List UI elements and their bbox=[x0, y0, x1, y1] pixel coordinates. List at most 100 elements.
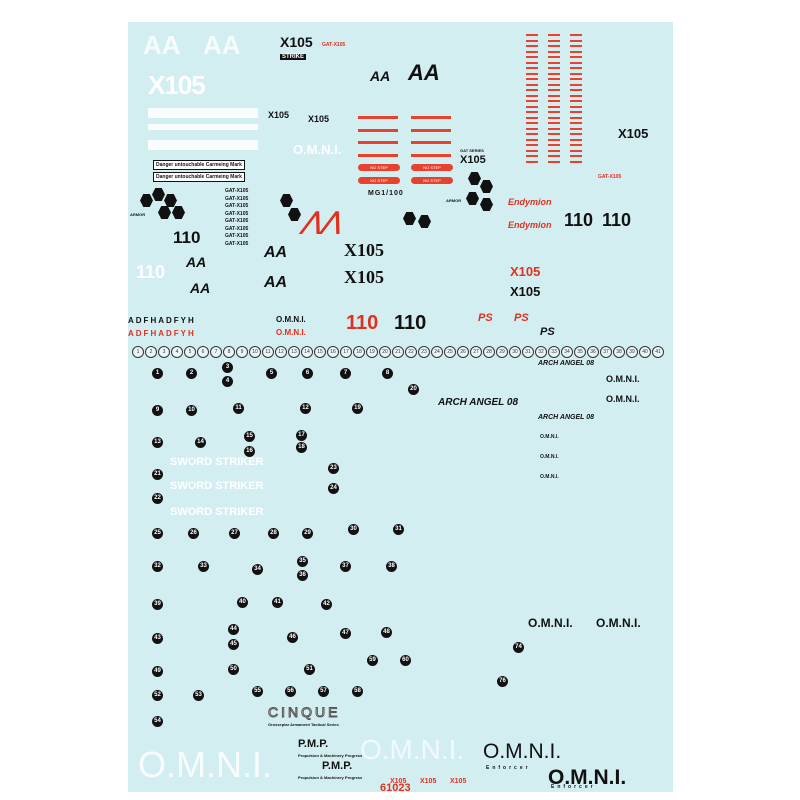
marker-15: 15 bbox=[244, 431, 255, 442]
marker-outline-21: 21 bbox=[392, 346, 404, 358]
marker-10: 10 bbox=[186, 405, 197, 416]
red-stripe bbox=[548, 149, 560, 152]
red-stripe bbox=[570, 83, 582, 86]
marker-13: 13 bbox=[152, 437, 163, 448]
marker-38: 38 bbox=[386, 561, 397, 572]
red-stripe bbox=[548, 160, 560, 163]
red-stripe bbox=[526, 111, 538, 113]
red-stripe bbox=[526, 56, 538, 58]
red-stripe bbox=[570, 61, 582, 64]
marker-19: 19 bbox=[352, 403, 363, 414]
marker-12: 12 bbox=[300, 403, 311, 414]
marker-46: 46 bbox=[287, 632, 298, 643]
number-110: 110 bbox=[173, 228, 201, 247]
marker-16: 16 bbox=[244, 446, 255, 457]
omni-enforcer-logo: O.M.N.I. bbox=[483, 740, 562, 763]
red-stripe bbox=[570, 72, 582, 75]
marker-31: 31 bbox=[393, 524, 404, 535]
warning-label: Danger untouchable Carmeing Mark bbox=[153, 160, 245, 170]
marker-74: 74 bbox=[513, 642, 524, 653]
gat-list-item: GAT-X105 bbox=[225, 203, 249, 209]
marker-4: 4 bbox=[222, 376, 233, 387]
marker-outline-18: 18 bbox=[353, 346, 365, 358]
omni-logo-white-large: O.M.N.I. bbox=[360, 734, 465, 765]
x105-logo-red-small: X105 bbox=[420, 778, 437, 785]
marker-24: 24 bbox=[328, 483, 339, 494]
red-stripe bbox=[526, 155, 538, 157]
no-step-decal: NO STEP bbox=[358, 177, 400, 184]
marker-outline-27: 27 bbox=[470, 346, 482, 358]
marker-outline-6: 6 bbox=[197, 346, 209, 358]
marker-40: 40 bbox=[237, 597, 248, 608]
omni-logo: O.M.N.I. bbox=[606, 394, 640, 404]
red-stripe bbox=[526, 78, 538, 80]
omni-enforcer-subtitle: Enforcer bbox=[551, 784, 596, 790]
marker-outline-17: 17 bbox=[340, 346, 352, 358]
no-step-decal: NO STEP bbox=[411, 177, 453, 184]
red-stripe bbox=[526, 122, 538, 124]
marker-outline-1: 1 bbox=[132, 346, 144, 358]
omni-logo-red: O.M.N.I. bbox=[276, 328, 306, 337]
pmp-logo: P.M.P. bbox=[322, 760, 353, 772]
marker-outline-41: 41 bbox=[652, 346, 664, 358]
gat-list-item: GAT-X105 bbox=[225, 218, 249, 224]
red-stripe bbox=[548, 34, 560, 36]
red-stripe bbox=[570, 111, 582, 113]
marker-outline-22: 22 bbox=[405, 346, 417, 358]
marker-47: 47 bbox=[340, 628, 351, 639]
x105-logo-red-small: X105 bbox=[450, 778, 467, 785]
marker-53: 53 bbox=[193, 690, 204, 701]
alphabet-black: ADFHADFYH bbox=[128, 316, 196, 325]
x105-logo: X105 bbox=[510, 284, 541, 299]
aa-logo: AA bbox=[186, 254, 207, 270]
sword-striker-white: SWORD STRIKER bbox=[170, 456, 264, 468]
red-stripe bbox=[526, 105, 538, 108]
red-stripe bbox=[548, 111, 560, 113]
armor-label: ARMOR bbox=[446, 198, 462, 203]
marker-outline-19: 19 bbox=[366, 346, 378, 358]
marker-27: 27 bbox=[229, 528, 240, 539]
marker-outline-7: 7 bbox=[210, 346, 222, 358]
red-stripe bbox=[570, 56, 582, 58]
marker-20: 20 bbox=[408, 384, 419, 395]
red-stripe bbox=[526, 89, 538, 91]
number-110-pair: 110 bbox=[602, 210, 632, 230]
omni-logo: O.M.N.I. bbox=[276, 315, 306, 324]
number-110-pair: 110 bbox=[564, 210, 594, 230]
marker-3: 3 bbox=[222, 362, 233, 373]
marker-51: 51 bbox=[304, 664, 315, 675]
marker-outline-33: 33 bbox=[548, 346, 560, 358]
marker-49: 49 bbox=[152, 666, 163, 677]
red-stripe bbox=[526, 160, 538, 163]
red-stripe bbox=[526, 116, 538, 119]
no-step-decal: NO STEP bbox=[358, 164, 400, 171]
red-stripe bbox=[570, 160, 582, 163]
marker-29: 29 bbox=[302, 528, 313, 539]
marker-outline-30: 30 bbox=[509, 346, 521, 358]
red-stripe bbox=[570, 144, 582, 146]
marker-2: 2 bbox=[186, 368, 197, 379]
red-stripe bbox=[548, 100, 560, 102]
x105-logo: X105 bbox=[618, 126, 649, 141]
white-decal bbox=[148, 140, 258, 150]
red-stripe bbox=[548, 72, 560, 75]
cinque-logo: CINQUE bbox=[267, 704, 341, 721]
marker-7: 7 bbox=[340, 368, 351, 379]
marker-outline-34: 34 bbox=[561, 346, 573, 358]
x105-logo: X105 bbox=[280, 34, 313, 50]
marker-outline-8: 8 bbox=[223, 346, 235, 358]
red-stripe bbox=[570, 133, 582, 135]
x105-logo-red: X105 bbox=[510, 264, 541, 279]
red-stripe bbox=[526, 144, 538, 146]
marker-42: 42 bbox=[321, 599, 332, 610]
white-decal bbox=[148, 124, 258, 130]
red-stripe bbox=[570, 105, 582, 108]
marker-outline-36: 36 bbox=[587, 346, 599, 358]
red-stripe bbox=[548, 122, 560, 124]
marker-35: 35 bbox=[297, 556, 308, 567]
red-stripe bbox=[570, 50, 582, 53]
red-stripe bbox=[570, 39, 582, 42]
product-code: 61023 bbox=[380, 782, 411, 794]
strike-label: STRIKE bbox=[280, 54, 307, 60]
gat-x105-spec: GAT-X105 bbox=[322, 42, 346, 48]
